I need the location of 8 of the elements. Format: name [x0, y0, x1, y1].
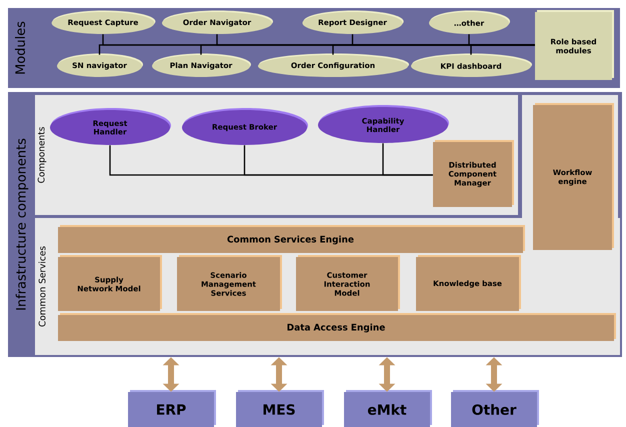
connector-line [470, 44, 535, 55]
system-box: eMkt [344, 390, 432, 427]
connector-line [382, 143, 433, 176]
service-box: Data Access Engine [58, 313, 616, 341]
system-box: Other [451, 390, 539, 427]
system-box: MES [236, 390, 324, 427]
service-box: Common Services Engine [58, 225, 525, 253]
system-box: ERP [128, 390, 216, 427]
